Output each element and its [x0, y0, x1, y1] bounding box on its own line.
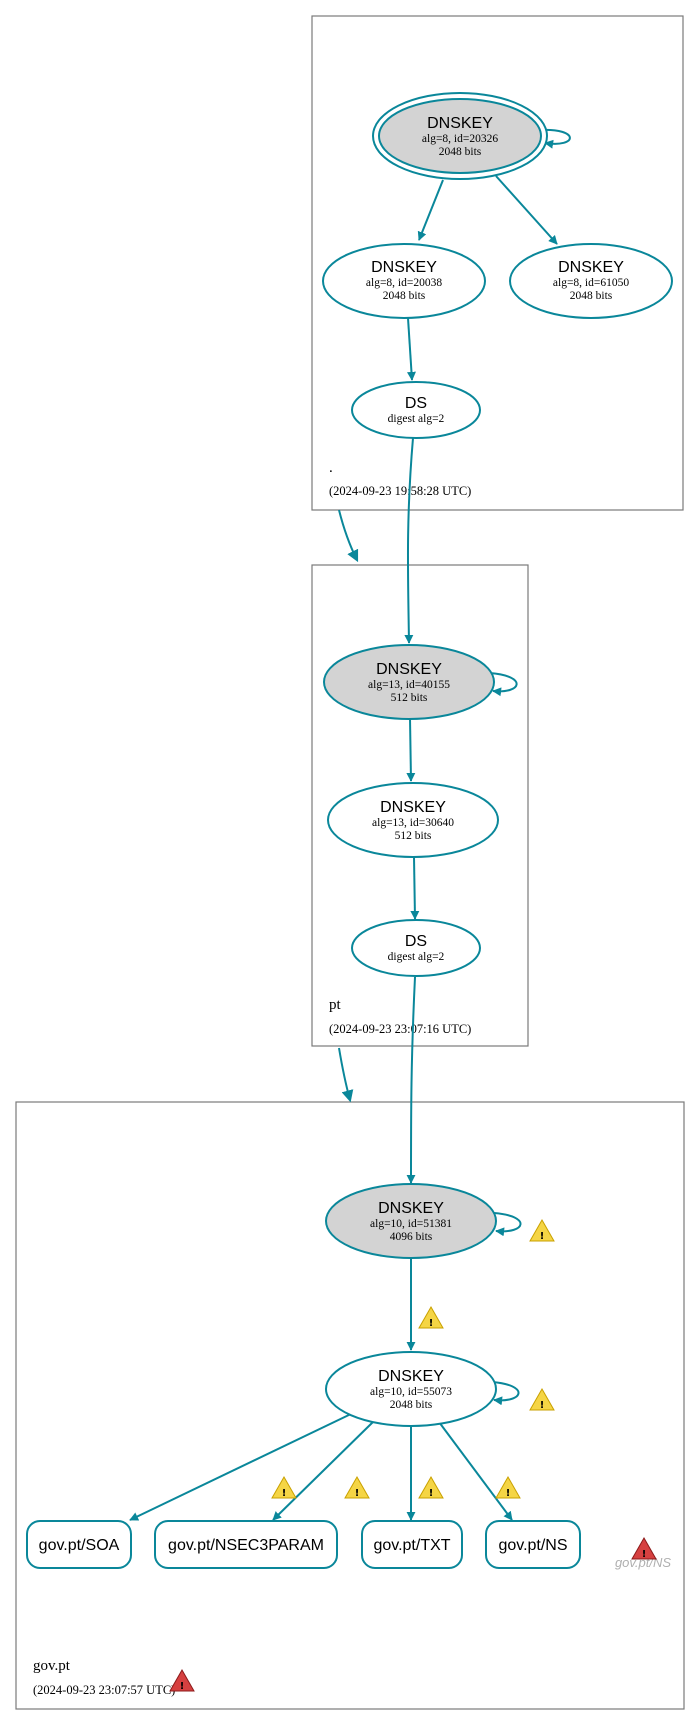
rrset-txt-box — [361, 1520, 463, 1569]
rrset-ns[interactable]: gov.pt/NS — [485, 1520, 581, 1569]
zone-pt-timestamp: (2024-09-23 23:07:16 UTC) — [329, 1022, 471, 1036]
node-title: DNSKEY — [378, 1368, 444, 1385]
svg-text:!: ! — [355, 1488, 360, 1499]
pt-ds-shape — [351, 919, 481, 977]
node-pt-zsk[interactable]: DNSKEY alg=13, id=30640 512 bits — [327, 782, 499, 858]
root-zsk1-shape — [322, 243, 486, 319]
edge-root-ds-to-pt-ksk — [404, 437, 414, 644]
edge-pt-ds-to-gov-ksk — [406, 976, 416, 1184]
rrset-nsec3param-label: gov.pt/NSEC3PARAM — [168, 1537, 324, 1554]
error-triangle-icon[interactable]: ! — [169, 1668, 195, 1692]
node-pt-ksk[interactable]: DNSKEY alg=13, id=40155 512 bits — [323, 644, 495, 720]
warning-triangle-icon[interactable]: ! — [271, 1475, 297, 1499]
node-title: DNSKEY — [376, 661, 442, 678]
rrset-txt-label: gov.pt/TXT — [373, 1537, 450, 1554]
node-root-ksk[interactable]: DNSKEY alg=8, id=20326 2048 bits — [372, 92, 548, 180]
node-key-size: 2048 bits — [390, 1399, 433, 1411]
rrset-txt[interactable]: gov.pt/TXT — [361, 1520, 463, 1569]
zone-pt-name: pt — [329, 997, 342, 1013]
node-gov-ksk[interactable]: DNSKEY alg=10, id=51381 4096 bits — [325, 1183, 497, 1259]
node-title: DNSKEY — [380, 799, 446, 816]
node-gov-zsk[interactable]: DNSKEY alg=10, id=55073 2048 bits — [325, 1351, 497, 1427]
edge-gov-ksk-self — [493, 1212, 522, 1237]
gov-ksk-shape — [325, 1183, 497, 1259]
edge-pt-zsk-to-ds — [410, 856, 420, 920]
warning-triangle-icon[interactable]: ! — [529, 1387, 555, 1411]
node-title: DNSKEY — [558, 259, 624, 276]
delegation-arrow-root-to-pt — [338, 509, 359, 563]
node-key-info: alg=8, id=20038 — [366, 277, 442, 289]
rrset-nsec3param[interactable]: gov.pt/NSEC3PARAM — [154, 1520, 338, 1569]
svg-text:!: ! — [540, 1400, 545, 1411]
edge-gov-zsk-to-nsec3param — [272, 1419, 376, 1521]
node-key-info: alg=8, id=61050 — [553, 277, 629, 289]
node-key-size: 512 bits — [391, 692, 428, 704]
node-key-info: alg=10, id=51381 — [370, 1218, 452, 1230]
rrset-soa[interactable]: gov.pt/SOA — [26, 1520, 132, 1569]
edge-gov-zsk-to-soa — [129, 1412, 354, 1521]
edges — [129, 128, 571, 1521]
node-root-zsk1[interactable]: DNSKEY alg=8, id=20038 2048 bits — [322, 243, 486, 319]
node-key-info: alg=13, id=40155 — [368, 679, 450, 691]
warning-triangle-icon[interactable]: ! — [344, 1475, 370, 1499]
rrset-ns-label: gov.pt/NS — [498, 1537, 567, 1554]
node-digest-info: digest alg=2 — [388, 413, 445, 425]
root-zsk2-shape — [509, 243, 673, 319]
node-key-size: 2048 bits — [383, 290, 426, 302]
edge-gov-zsk-self — [491, 1381, 520, 1406]
node-key-info: alg=10, id=55073 — [370, 1386, 452, 1398]
zone-govpt-name: gov.pt — [33, 1658, 71, 1674]
node-title: DNSKEY — [378, 1200, 444, 1217]
svg-text:!: ! — [642, 1549, 647, 1560]
node-key-info: alg=8, id=20326 — [422, 133, 498, 145]
svg-text:!: ! — [540, 1231, 545, 1242]
node-title: DS — [405, 933, 427, 950]
edge-pt-ksk-to-zsk — [406, 717, 416, 782]
svg-text:!: ! — [429, 1318, 434, 1329]
rrset-nsec3param-box — [154, 1520, 338, 1569]
svg-text:!: ! — [282, 1488, 287, 1499]
zone-govpt-timestamp: (2024-09-23 23:07:57 UTC) — [33, 1683, 175, 1697]
node-key-info: alg=13, id=30640 — [372, 817, 454, 829]
node-title: DS — [405, 395, 427, 412]
rrset-ns-missing-label: gov.pt/NS — [615, 1555, 671, 1570]
pt-zsk-shape — [327, 782, 499, 858]
svg-text:!: ! — [180, 1681, 185, 1692]
edge-pt-ksk-self — [489, 672, 518, 697]
svg-text:!: ! — [506, 1488, 511, 1499]
warning-triangle-icon[interactable]: ! — [495, 1475, 521, 1499]
edge-root-ksk-to-zsk1 — [417, 179, 444, 241]
gov-zsk-shape — [325, 1351, 497, 1427]
edge-root-ksk-self — [539, 128, 571, 149]
node-root-zsk2[interactable]: DNSKEY alg=8, id=61050 2048 bits — [509, 243, 673, 319]
node-pt-ds[interactable]: DS digest alg=2 — [351, 919, 481, 977]
node-title: DNSKEY — [371, 259, 437, 276]
rrset-soa-box — [26, 1520, 132, 1569]
edge-root-ksk-to-zsk2 — [495, 175, 558, 245]
warning-triangle-icon[interactable]: ! — [418, 1305, 444, 1329]
node-key-size: 4096 bits — [390, 1231, 433, 1243]
root-ds-shape — [351, 381, 481, 439]
root-ksk-shape — [378, 98, 542, 174]
delegation-arrow-pt-to-govpt — [338, 1047, 354, 1103]
warning-triangle-icon[interactable]: ! — [418, 1475, 444, 1499]
node-key-size: 2048 bits — [570, 290, 613, 302]
rrset-ns-box — [485, 1520, 581, 1569]
node-root-ds[interactable]: DS digest alg=2 — [351, 381, 481, 439]
node-title: DNSKEY — [427, 115, 493, 132]
node-key-size: 2048 bits — [439, 146, 482, 158]
edge-root-zsk1-to-ds — [406, 317, 416, 381]
zone-root-name: . — [329, 460, 333, 476]
error-triangle-icon[interactable]: ! — [631, 1536, 657, 1560]
rrset-soa-label: gov.pt/SOA — [39, 1537, 120, 1554]
svg-text:!: ! — [429, 1488, 434, 1499]
warning-triangle-icon[interactable]: ! — [529, 1218, 555, 1242]
node-key-size: 512 bits — [395, 830, 432, 842]
pt-ksk-shape — [323, 644, 495, 720]
zone-root-timestamp: (2024-09-23 19:58:28 UTC) — [329, 484, 471, 498]
node-digest-info: digest alg=2 — [388, 951, 445, 963]
edge-gov-zsk-to-ns — [438, 1421, 513, 1521]
